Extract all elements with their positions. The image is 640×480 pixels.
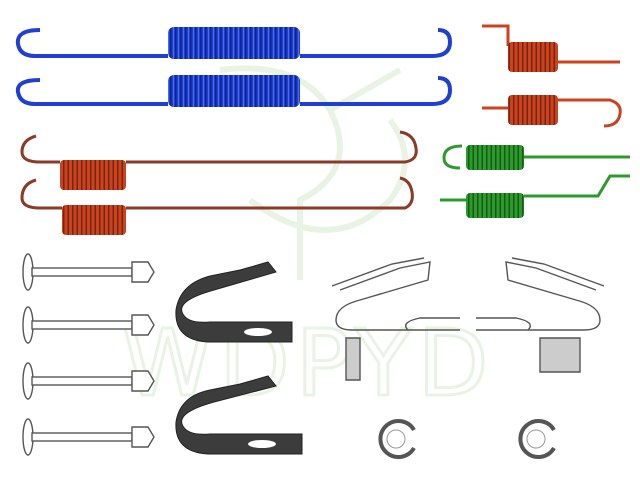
wire-retainer-clip xyxy=(476,257,605,373)
e-clip xyxy=(378,419,416,459)
hold-down-pin xyxy=(22,253,155,291)
dark-clip xyxy=(175,261,293,343)
e-clip xyxy=(518,419,556,459)
wire-retainer-clip xyxy=(331,257,460,381)
watermark: WDPYD xyxy=(121,65,490,419)
long-maroon-spring xyxy=(20,130,418,190)
long-maroon-spring xyxy=(20,176,414,235)
green-hook-spring xyxy=(440,174,630,218)
long-blue-spring xyxy=(15,27,453,59)
short-rust-spring xyxy=(482,24,620,72)
long-blue-spring xyxy=(15,75,453,107)
hold-down-pin xyxy=(22,306,155,344)
dark-clip xyxy=(175,375,303,455)
green-hook-spring xyxy=(442,144,630,170)
hold-down-pin xyxy=(22,362,155,400)
hold-down-pin xyxy=(22,418,155,456)
short-rust-spring xyxy=(482,95,622,128)
